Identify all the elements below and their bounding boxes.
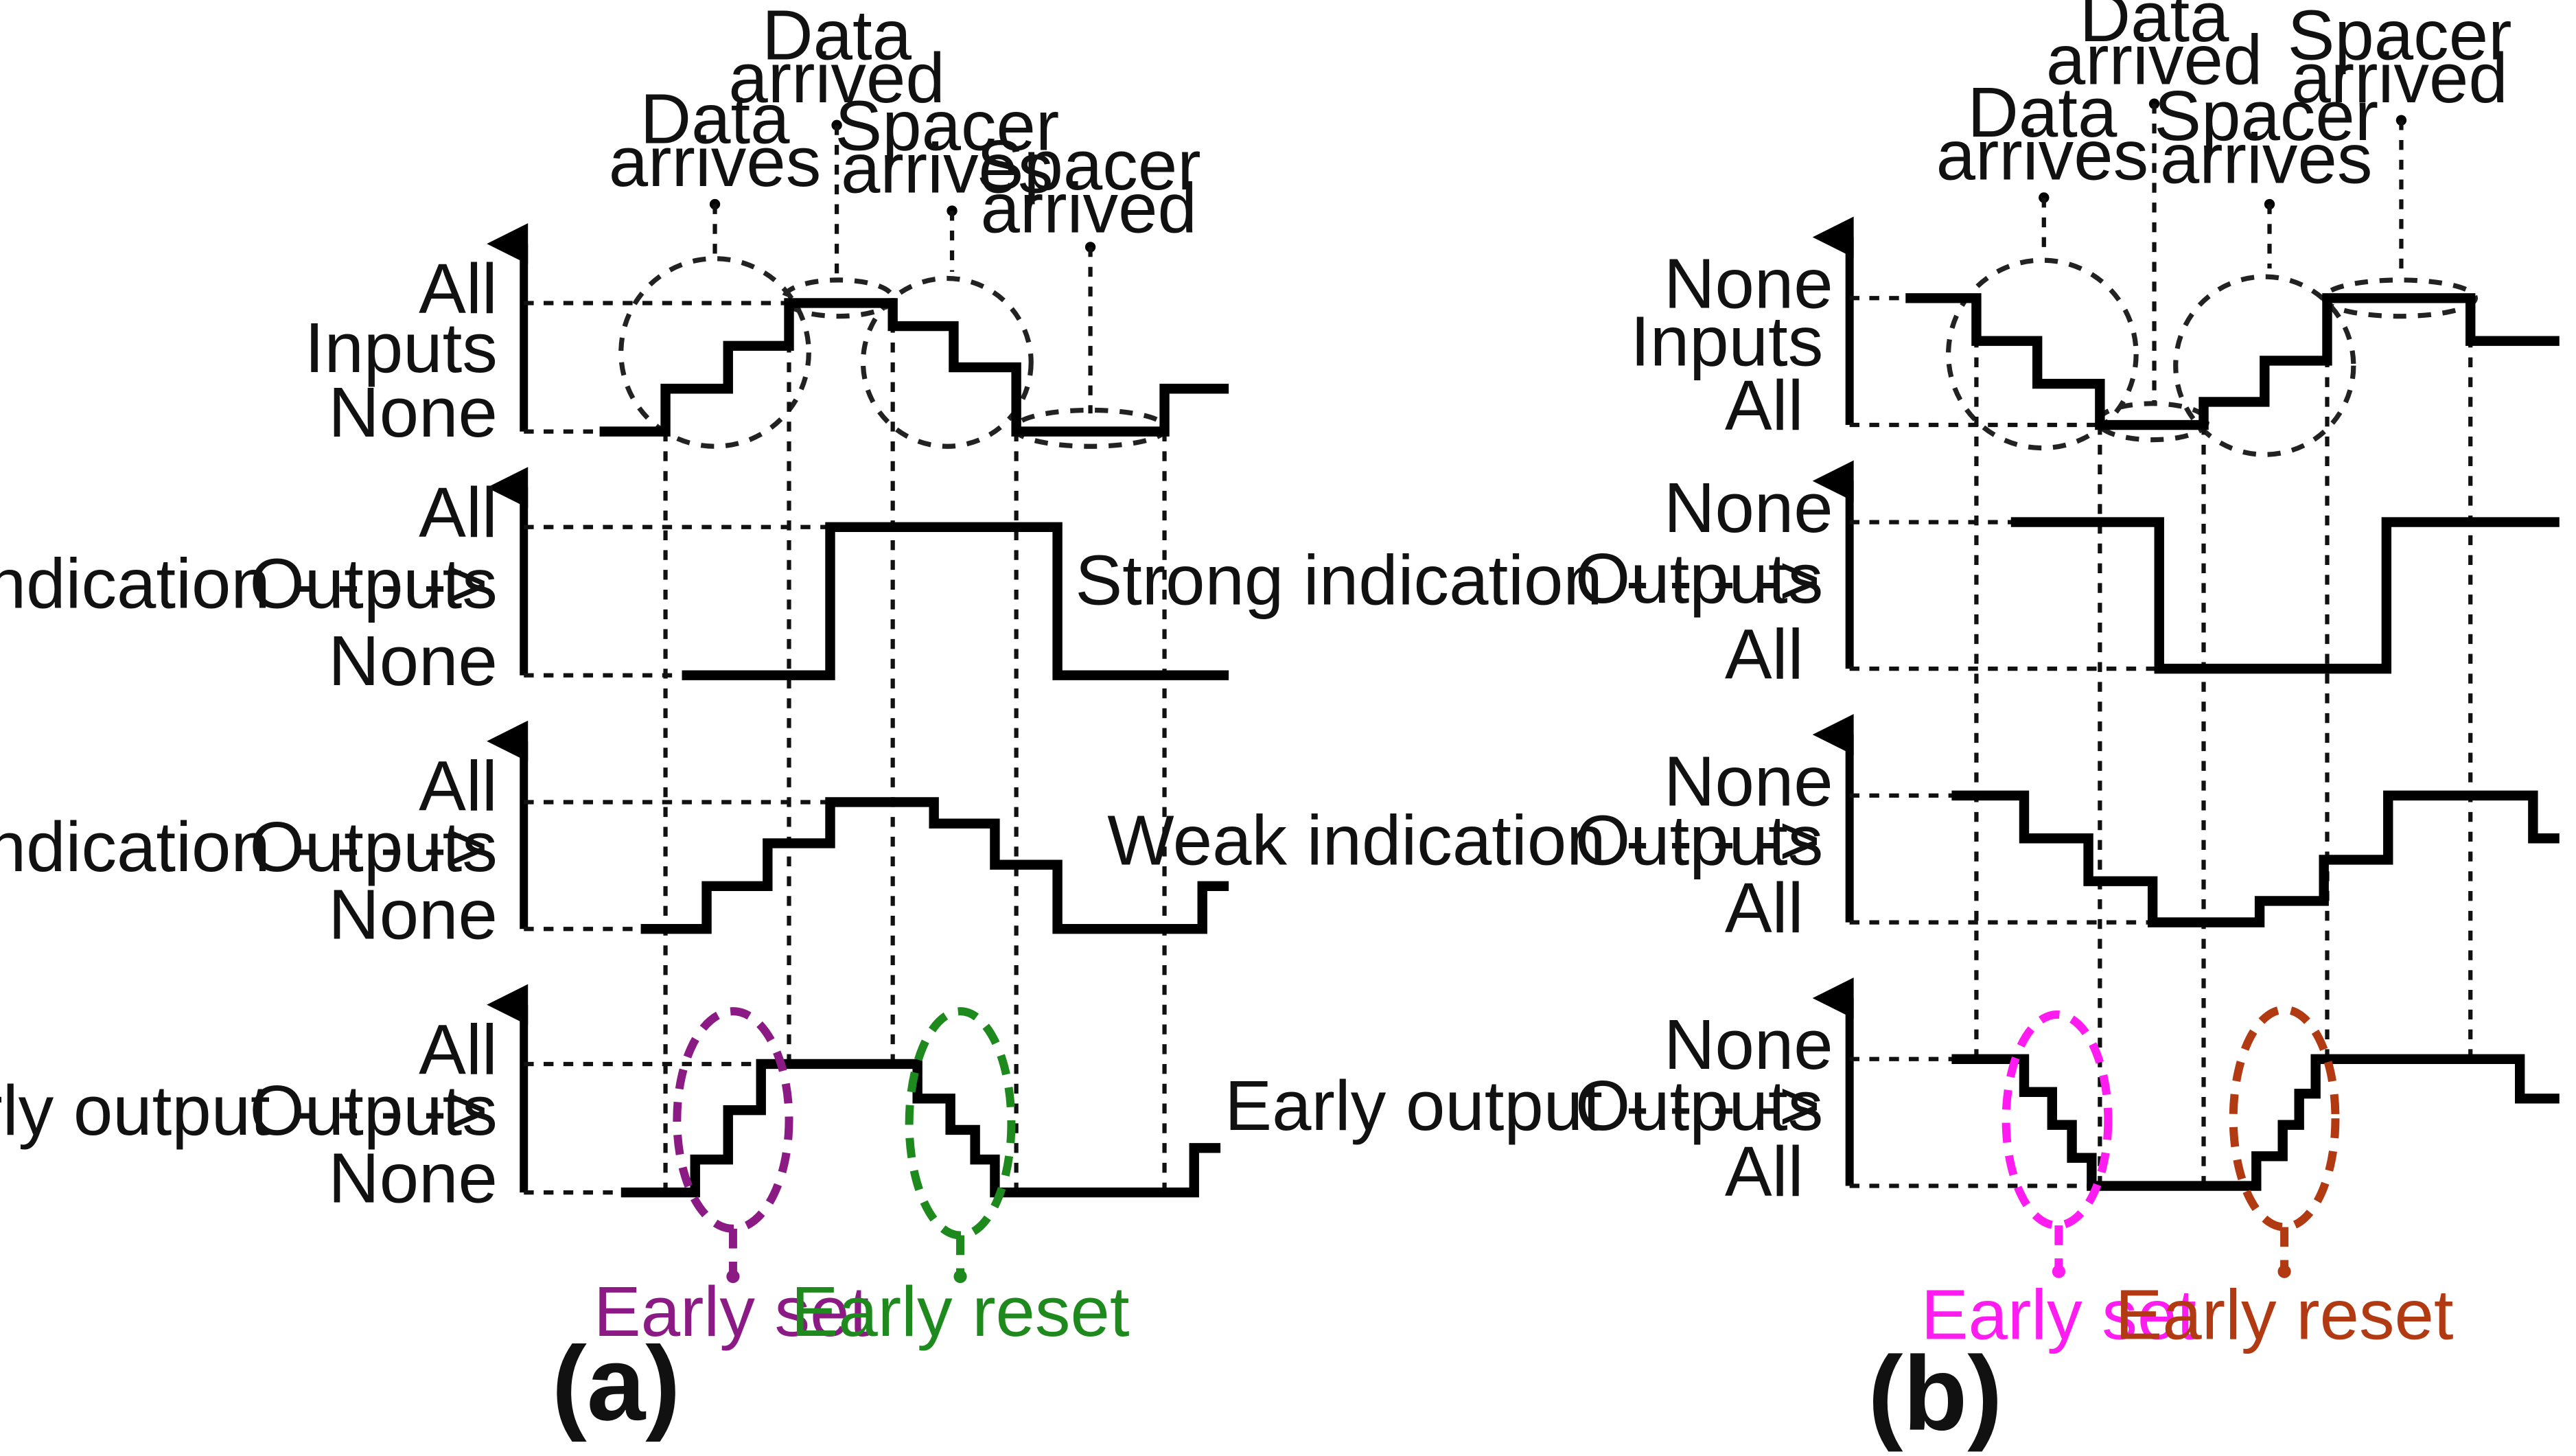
early-reset-label: Early reset <box>2115 1275 2454 1354</box>
event-label-line2: arrives <box>609 122 822 201</box>
event-label-line1: Data <box>762 0 912 74</box>
event-label-line1: Data <box>2080 0 2230 56</box>
level-top-label: All <box>419 746 498 825</box>
level-bottom-label: None <box>328 1139 498 1218</box>
level-bottom-label: None <box>328 621 498 700</box>
event-label-line2: arrives <box>841 129 1054 208</box>
early-waveform <box>620 1059 1221 1198</box>
event-label-line2: arrived <box>981 168 1197 247</box>
early-row-b: Early output - - - -> None Outputs All <box>1225 977 2560 1211</box>
early-set-callout-b: Early set <box>1921 1010 2196 1354</box>
weak-row-a: Weak indication - - - -> All Outputs Non… <box>0 720 1229 954</box>
event-label-line1: Data <box>640 80 791 159</box>
strong-row-a: Strong indication - - - -> All Outputs N… <box>0 467 1229 700</box>
row-name-label: Strong indication <box>0 544 270 623</box>
early-reset-ellipse <box>905 1007 1016 1240</box>
event-label-line2: arrived <box>728 38 944 117</box>
guide-lines-b <box>1974 298 2473 1186</box>
early-reset-label: Early reset <box>791 1272 1130 1351</box>
svg-text:- - - ->: - - - -> <box>1625 801 1820 880</box>
row-name-label: Weak indication <box>0 807 270 886</box>
strong-waveform <box>682 522 1229 680</box>
event-label-line2: arrives <box>2160 119 2373 198</box>
level-top-label: All <box>419 1010 498 1089</box>
level-bottom-label: All <box>1725 1132 1804 1211</box>
event-data-arrives-b: Data arrives <box>1936 73 2149 255</box>
data-arrives-circle <box>1946 257 2139 451</box>
event-data-arrives-a: Data arrives <box>609 80 822 261</box>
svg-text:- - - ->: - - - -> <box>1625 1066 1820 1145</box>
outputs-label: Outputs <box>1575 539 1823 618</box>
level-bottom-label: All <box>1725 615 1804 694</box>
svg-text:- - - ->: - - - -> <box>293 544 488 623</box>
event-label-line1: Spacer <box>835 86 1059 165</box>
svg-text:- - - ->: - - - -> <box>293 807 488 886</box>
early-set-label: Early set <box>1921 1275 2196 1354</box>
weak-waveform <box>1951 790 2560 927</box>
inputs-waveform <box>1905 293 2560 430</box>
event-label-line1: Data <box>1967 73 2117 152</box>
early-reset-callout-b: Early reset <box>2115 1005 2454 1354</box>
event-label-line2: arrives <box>1936 116 2149 195</box>
outputs-label: Outputs <box>250 544 498 623</box>
svg-text:- - - ->: - - - -> <box>1625 541 1820 620</box>
level-top-label: None <box>1664 1005 1833 1084</box>
early-set-ellipse <box>2001 1010 2113 1230</box>
level-bottom-label: All <box>1725 366 1804 445</box>
strong-waveform <box>2010 517 2560 674</box>
panel-a: Data arrives Data arrived Spacer arrives… <box>0 0 1229 1442</box>
early-waveform <box>1951 1054 2560 1191</box>
level-top-label: None <box>1664 468 1833 547</box>
panel-b: Data arrives Data arrived Spacer arrives… <box>1075 0 2560 1453</box>
early-set-callout-a: Early set <box>594 1007 869 1351</box>
event-label-line1: Spacer <box>977 126 1201 205</box>
event-label-line1: Spacer <box>2288 0 2512 74</box>
early-reset-ellipse <box>2229 1005 2340 1232</box>
row-name-label: Weak indication <box>1107 801 1605 880</box>
inputs-label: Inputs <box>1630 302 1823 381</box>
early-set-label: Early set <box>594 1272 869 1351</box>
panel-label-a: (a) <box>552 1324 681 1442</box>
inputs-label: Inputs <box>305 308 498 387</box>
row-name-label: Early output <box>0 1071 270 1150</box>
level-top-label: All <box>419 473 498 552</box>
outputs-label: Outputs <box>1575 1066 1823 1145</box>
event-spacer-arrives-a: Spacer arrives <box>835 86 1059 272</box>
inputs-row-a: All Inputs None <box>305 223 1229 452</box>
level-bottom-label: All <box>1725 868 1804 947</box>
inputs-waveform <box>599 298 1229 437</box>
event-label-line2: arrived <box>2046 20 2262 99</box>
panel-label-b: (b) <box>1868 1334 2002 1453</box>
outputs-label: Outputs <box>250 1071 498 1150</box>
early-row-a: Early output - - - -> All Outputs None <box>0 984 1221 1218</box>
event-spacer-arrives-b: Spacer arrives <box>2154 76 2378 269</box>
weak-waveform <box>640 797 1229 934</box>
svg-text:- - - ->: - - - -> <box>293 1071 488 1150</box>
level-top-label: None <box>1664 741 1833 820</box>
weak-row-b: Weak indication - - - -> None Outputs Al… <box>1107 714 2560 947</box>
early-reset-callout-a: Early reset <box>791 1007 1130 1351</box>
outputs-label: Outputs <box>1575 801 1823 880</box>
event-label-line1: Spacer <box>2154 76 2378 155</box>
event-label-line2: arrived <box>2291 38 2507 117</box>
spacer-arrives-circle <box>860 275 1034 449</box>
event-spacer-arrived-b: Spacer arrived <box>2288 0 2512 277</box>
outputs-label: Outputs <box>250 807 498 886</box>
row-name-label: Early output <box>1225 1066 1602 1145</box>
row-name-label: Strong indication <box>1075 541 1602 620</box>
event-data-arrived-a: Data arrived <box>728 0 945 280</box>
event-data-arrived-b: Data arrived <box>2046 0 2262 406</box>
level-bottom-label: None <box>328 875 498 954</box>
event-spacer-arrived-a: Spacer arrived <box>977 126 1201 414</box>
level-top-label: None <box>1664 244 1833 323</box>
data-arrives-circle <box>618 256 811 449</box>
level-bottom-label: None <box>328 373 498 452</box>
strong-row-b: Strong indication - - - -> None Outputs … <box>1075 460 2560 694</box>
level-top-label: All <box>419 249 498 328</box>
inputs-row-b: None Inputs All <box>1630 216 2560 445</box>
